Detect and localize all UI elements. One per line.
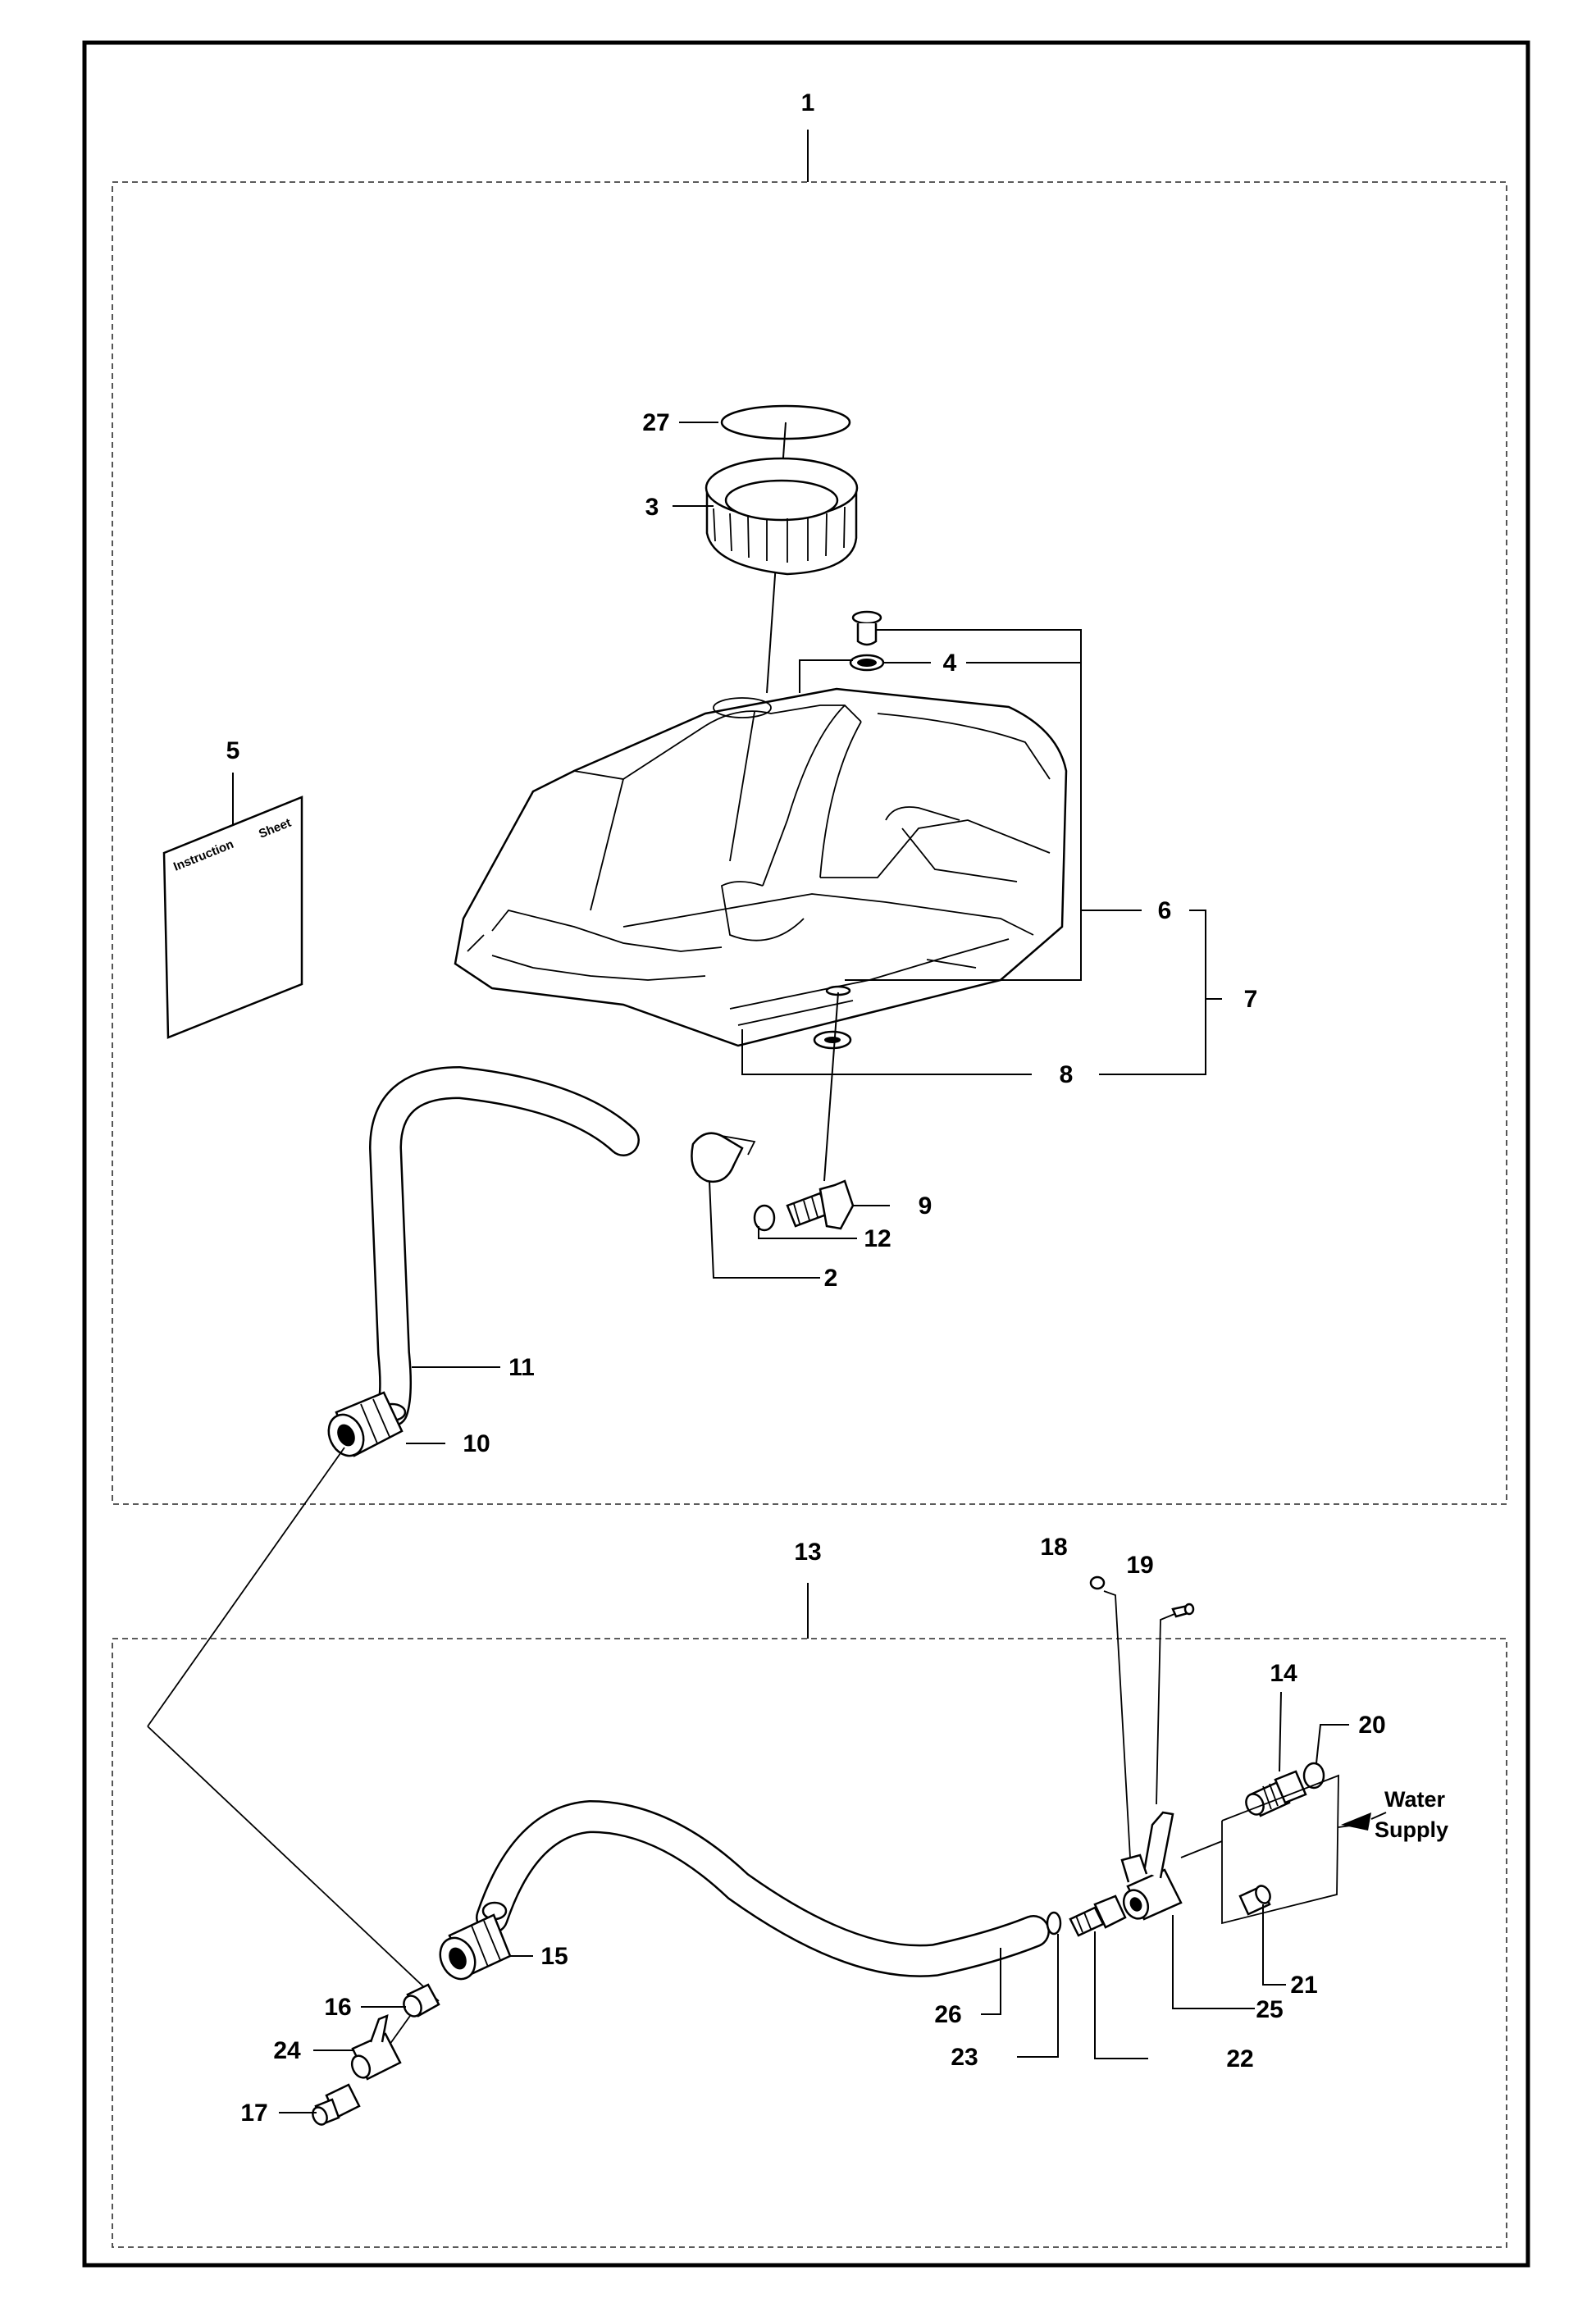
callout-19: 19 [1126, 1552, 1153, 1579]
callout-22: 22 [1226, 2045, 1253, 2072]
callout-6: 6 [1158, 897, 1172, 924]
part-5-instruction-sheet: Instruction Sheet [162, 796, 303, 1039]
part-10-hose-connector [327, 1391, 404, 1457]
callout-8: 8 [1060, 1061, 1074, 1088]
part-26-lower-hose [476, 1799, 1050, 1977]
callout-9: 9 [919, 1192, 933, 1220]
part-12-clip [753, 1204, 776, 1232]
callout-16: 16 [324, 1994, 351, 2021]
callout-13: 13 [794, 1539, 821, 1566]
callout-11: 11 [508, 1354, 535, 1381]
part-17-fitting [312, 2083, 361, 2126]
callout-5: 5 [226, 737, 240, 764]
part-25-ball-valve [1120, 1811, 1183, 1921]
callout-24: 24 [273, 2037, 301, 2064]
callout-7: 7 [1244, 986, 1258, 1013]
part-20-o-ring [1302, 1762, 1325, 1790]
part-16-nipple [403, 1983, 440, 2018]
part-11-upper-hose [368, 1065, 640, 1427]
part-24-valve [350, 2013, 402, 2081]
callout-14: 14 [1270, 1660, 1297, 1687]
part-14-adapter [1245, 1770, 1307, 1817]
part-6-water-tank [454, 687, 1068, 1047]
callout-21: 21 [1290, 1972, 1317, 1999]
callout-17: 17 [240, 2100, 267, 2127]
part-4-vent-valve [849, 610, 885, 672]
water-supply-label-line2: Supply [1375, 1817, 1448, 1842]
callout-10: 10 [463, 1430, 490, 1457]
callout-15: 15 [540, 1943, 568, 1970]
callout-27: 27 [642, 409, 669, 436]
part-19-screw [1171, 1603, 1195, 1618]
callout-18: 18 [1040, 1534, 1067, 1561]
part-2-hose-clamp [691, 1132, 756, 1183]
callout-20: 20 [1358, 1712, 1385, 1739]
callout-12: 12 [864, 1225, 891, 1252]
part-23-clamp [1046, 1911, 1062, 1936]
callout-3: 3 [645, 494, 659, 521]
callout-1: 1 [801, 89, 815, 116]
callout-2: 2 [824, 1265, 838, 1292]
water-supply-arrow [1341, 1812, 1371, 1831]
water-supply-label-line1: Water [1384, 1787, 1446, 1812]
outer-frame [82, 40, 1530, 2268]
part-22-barbed-fitting [1069, 1894, 1127, 1937]
callout-23: 23 [951, 2044, 978, 2071]
part-18-nut [1089, 1575, 1106, 1590]
part-9-elbow-fitting [786, 1179, 855, 1230]
callout-4: 4 [943, 650, 957, 677]
part-15-hose-connector [439, 1913, 512, 1981]
part-3-tank-cap [705, 457, 859, 576]
callout-25: 25 [1256, 1996, 1283, 2023]
part-21-fitting [1238, 1885, 1271, 1916]
callout-26: 26 [934, 2001, 961, 2028]
assembly-box-13 [112, 1638, 1507, 2248]
